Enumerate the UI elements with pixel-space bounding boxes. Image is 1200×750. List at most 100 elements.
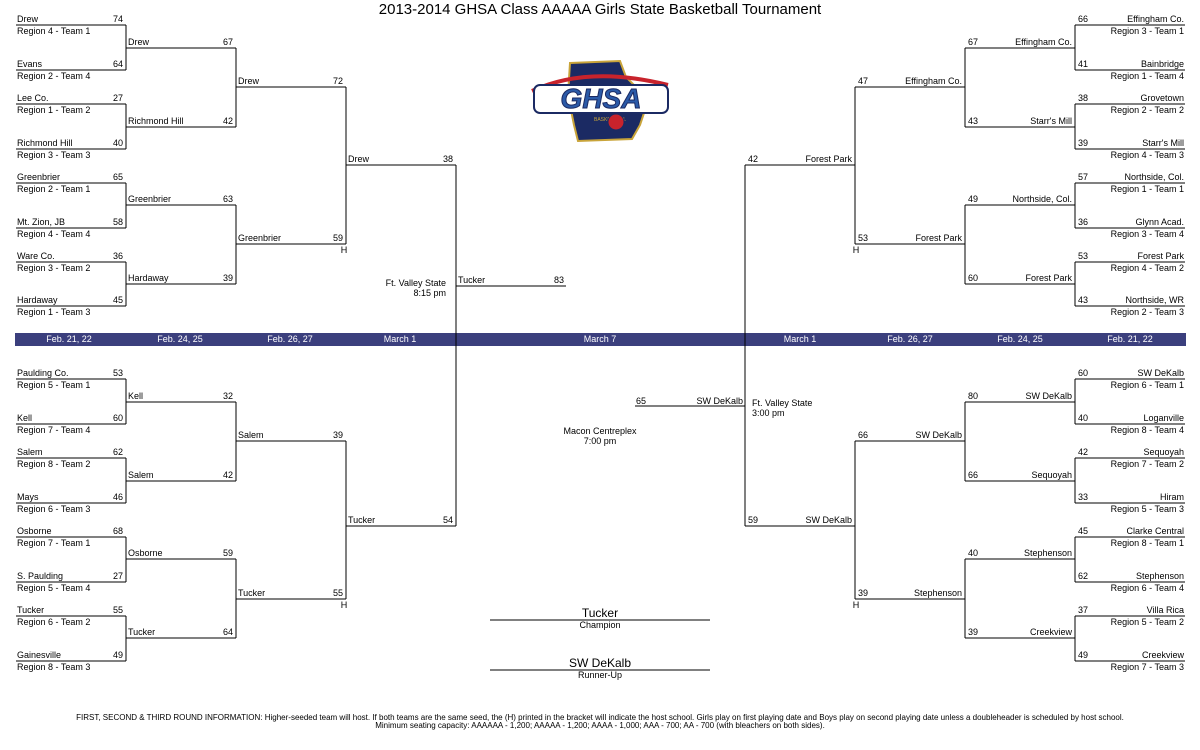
- team-seed: Region 5 - Team 2: [1110, 617, 1184, 627]
- team-name: Loganville: [1143, 413, 1184, 423]
- team-name: Drew: [238, 76, 260, 86]
- team-name: Glynn Acad.: [1135, 217, 1184, 227]
- team-score: 38: [1078, 93, 1089, 103]
- team-score: 66: [968, 470, 979, 480]
- team-score: 63: [222, 194, 233, 204]
- team-name: S. Paulding: [17, 571, 64, 581]
- semi-winner-score: 65: [636, 396, 647, 406]
- team-score: 36: [1078, 217, 1089, 227]
- team-name: Osborne: [128, 548, 163, 558]
- svg-text:GHSA: GHSA: [561, 83, 642, 114]
- team-score: 47: [858, 76, 869, 86]
- team-seed: Region 4 - Team 4: [17, 229, 91, 239]
- team-score: 27: [112, 571, 123, 581]
- team-seed: Region 6 - Team 4: [1110, 583, 1184, 593]
- team-seed: Region 3 - Team 2: [17, 263, 91, 273]
- team-score: 72: [332, 76, 343, 86]
- team-score: 74: [112, 14, 123, 24]
- team-score: 43: [1078, 295, 1089, 305]
- team-score: 67: [222, 37, 233, 47]
- semi-winner-name: SW DeKalb: [696, 396, 743, 406]
- team-name: Kell: [17, 413, 33, 423]
- team-name: Tucker: [238, 588, 266, 598]
- team-name: Starr's Mill: [1142, 138, 1184, 148]
- team-name: Northside, Col.: [1012, 194, 1072, 204]
- team-score: 65: [112, 172, 123, 182]
- team-name: Paulding Co.: [17, 368, 69, 378]
- date-label: March 1: [783, 334, 817, 344]
- team-name: Creekview: [1141, 650, 1184, 660]
- team-name: SW DeKalb: [805, 515, 852, 525]
- team-seed: Region 3 - Team 4: [1110, 229, 1184, 239]
- team-name: Forest Park: [1137, 251, 1184, 261]
- team-seed: Region 4 - Team 3: [1110, 150, 1184, 160]
- team-score: 57: [1078, 172, 1089, 182]
- team-score: 49: [968, 194, 979, 204]
- team-score: 42: [222, 116, 233, 126]
- team-name: Hardaway: [128, 273, 169, 283]
- team-name: Stephenson: [1135, 571, 1184, 581]
- team-score: 33: [1078, 492, 1089, 502]
- host-marker: H: [852, 600, 860, 610]
- date-label: Feb. 21, 22: [46, 334, 92, 344]
- team-name: Gainesville: [17, 650, 62, 660]
- team-name: Ware Co.: [17, 251, 55, 261]
- team-seed: Region 7 - Team 3: [1110, 662, 1184, 672]
- team-name: Richmond Hill: [17, 138, 73, 148]
- team-score: 39: [1078, 138, 1089, 148]
- team-name: Bainbridge: [1140, 59, 1184, 69]
- host-marker: H: [340, 600, 348, 610]
- team-score: 53: [112, 368, 123, 378]
- team-name: Lee Co.: [17, 93, 49, 103]
- team-score: 55: [112, 605, 123, 615]
- footer-seating: Minimum seating capacity: AAAAAA - 1,200…: [375, 721, 825, 730]
- team-name: Tucker: [17, 605, 45, 615]
- team-score: 60: [968, 273, 979, 283]
- team-seed: Region 4 - Team 2: [1110, 263, 1184, 273]
- team-name: Clarke Central: [1126, 526, 1184, 536]
- team-score: 39: [332, 430, 343, 440]
- team-score: 64: [222, 627, 233, 637]
- semi-time: 8:15 pm: [413, 288, 446, 298]
- team-seed: Region 7 - Team 4: [17, 425, 91, 435]
- page-title: 2013-2014 GHSA Class AAAAA Girls State B…: [378, 1, 822, 18]
- team-seed: Region 8 - Team 2: [17, 459, 91, 469]
- team-name: Hardaway: [17, 295, 58, 305]
- team-name: Effingham Co.: [1127, 14, 1184, 24]
- team-name: Creekview: [1029, 627, 1072, 637]
- team-name: Mt. Zion, JB: [17, 217, 66, 227]
- team-score: 39: [858, 588, 869, 598]
- team-seed: Region 2 - Team 2: [1110, 105, 1184, 115]
- team-name: Kell: [128, 391, 144, 401]
- team-score: 42: [222, 470, 233, 480]
- team-name: SW DeKalb: [1137, 368, 1184, 378]
- date-label: Feb. 21, 22: [1107, 334, 1153, 344]
- team-score: 53: [1078, 251, 1089, 261]
- team-score: 40: [112, 138, 123, 148]
- final-time: 7:00 pm: [583, 436, 617, 446]
- team-score: 40: [968, 548, 979, 558]
- host-marker: H: [852, 245, 860, 255]
- champion-label: Champion: [579, 620, 621, 630]
- team-name: Mays: [17, 492, 39, 502]
- team-name: Effingham Co.: [1015, 37, 1072, 47]
- team-name: Richmond Hill: [128, 116, 184, 126]
- team-score: 42: [1078, 447, 1089, 457]
- team-seed: Region 8 - Team 4: [1110, 425, 1184, 435]
- team-score: 46: [112, 492, 123, 502]
- team-score: 38: [442, 154, 453, 164]
- team-seed: Region 1 - Team 4: [1110, 71, 1184, 81]
- team-seed: Region 2 - Team 4: [17, 71, 91, 81]
- date-label: Feb. 24, 25: [997, 334, 1043, 344]
- semi-time: 3:00 pm: [752, 408, 785, 418]
- team-score: 60: [1078, 368, 1089, 378]
- team-name: Tucker: [348, 515, 376, 525]
- team-score: 43: [968, 116, 979, 126]
- team-name: Villa Rica: [1146, 605, 1184, 615]
- team-score: 55: [332, 588, 343, 598]
- runner-up-label: Runner-Up: [577, 670, 623, 680]
- team-seed: Region 5 - Team 4: [17, 583, 91, 593]
- team-seed: Region 3 - Team 3: [17, 150, 91, 160]
- team-score: 27: [112, 93, 123, 103]
